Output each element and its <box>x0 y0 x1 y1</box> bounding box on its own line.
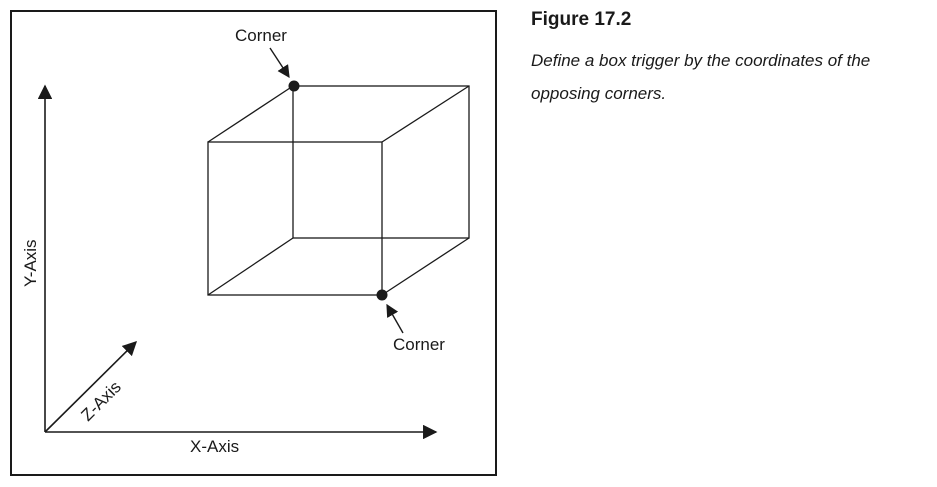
corner-top-label: Corner <box>235 26 287 45</box>
figure-number: Figure 17.2 <box>531 9 632 30</box>
z-axis-line <box>44 340 138 433</box>
corner-point-bottom <box>376 289 388 301</box>
corner-top-pointer-arrow <box>269 47 290 79</box>
cube-edge-bottom-right <box>381 237 470 296</box>
cube-edge-bottom-left <box>207 237 294 296</box>
cube-edge-top-right <box>381 85 470 143</box>
corner-bottom-label: Corner <box>393 335 445 354</box>
diagram-frame <box>10 10 497 476</box>
cube-front-face <box>207 141 383 296</box>
cube-wireframe <box>207 85 470 296</box>
x-axis-label: X-Axis <box>190 437 239 456</box>
corner-bottom-pointer-arrow <box>386 303 404 334</box>
cube-back-face <box>292 85 470 239</box>
y-axis-label: Y-Axis <box>21 239 40 287</box>
z-axis-label: Z-Axis <box>77 377 124 424</box>
corner-point-top <box>288 80 300 92</box>
figure-caption: Define a box trigger by the coordinates … <box>531 51 871 103</box>
cube-edge-top-left <box>207 85 294 143</box>
